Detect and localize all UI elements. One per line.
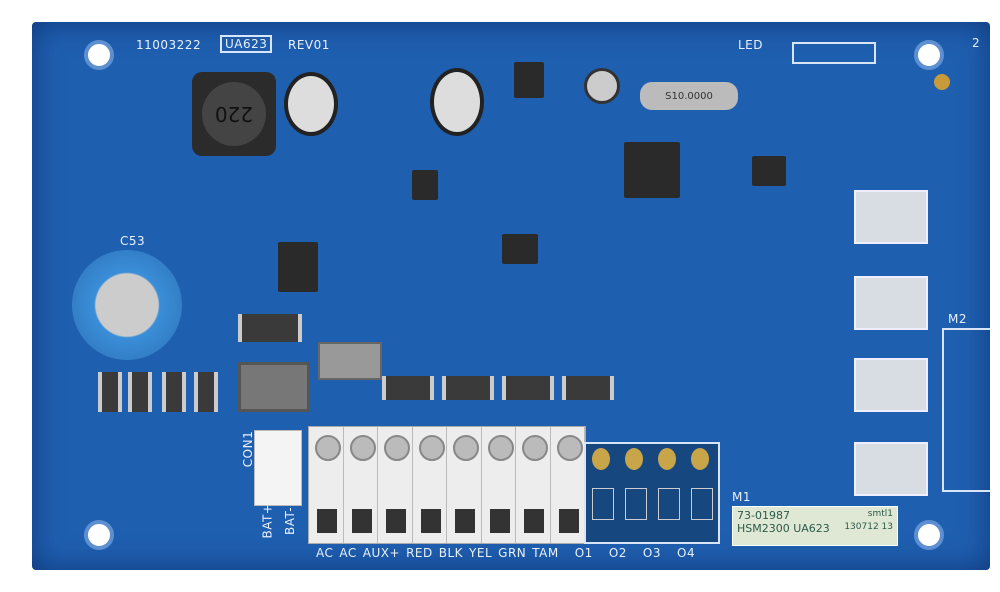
output-terminal[interactable] <box>691 488 713 520</box>
mounting-hole <box>84 40 114 70</box>
capacitor-label: C53 <box>120 234 146 248</box>
capacitor <box>430 68 484 136</box>
connector-label: CON1 <box>241 430 256 468</box>
output-label: O3 <box>642 546 662 560</box>
part-number: 11003222 <box>136 38 202 52</box>
test-pad <box>934 74 950 90</box>
led-header <box>792 42 876 64</box>
bat-minus-label: BAT- <box>283 506 298 536</box>
diode <box>442 376 494 400</box>
m2-label: M2 <box>948 312 967 326</box>
resistor <box>128 372 152 412</box>
resistor <box>98 372 122 412</box>
terminal-screw[interactable] <box>309 427 344 543</box>
regulator <box>514 62 544 98</box>
output-block: for(let i=0;i<4;i++)document.write('<div… <box>584 442 720 544</box>
sticker-code: smtl1 <box>867 509 893 519</box>
output-terminal[interactable] <box>658 488 680 520</box>
relay-pad <box>854 190 928 244</box>
output-label: O4 <box>677 546 696 560</box>
diode <box>562 376 614 400</box>
output-capacitor <box>658 448 676 470</box>
terminal-label: GRN <box>498 546 527 560</box>
resistor <box>194 372 218 412</box>
terminal-labels: AC AC AUX+ RED BLK YEL GRN TAM O1 O2 O3 … <box>316 546 695 560</box>
output-capacitor <box>592 448 610 470</box>
relay-pad <box>854 276 928 330</box>
output-terminal[interactable] <box>592 488 614 520</box>
led-label: LED <box>738 38 764 52</box>
terminal-block: for(let i=0;i<8;i++)document.write('<div… <box>308 426 586 544</box>
output-capacitor <box>625 448 643 470</box>
m1-label: M1 <box>732 490 751 504</box>
microcontroller <box>624 142 680 198</box>
sticker-date: 130712 13 <box>844 522 893 532</box>
ic-chip <box>752 156 786 186</box>
circuit-board: 11003222 UA623 REV01 LED 2 220 S10.0000 … <box>32 22 990 570</box>
fuse <box>318 342 382 380</box>
terminal-screw[interactable] <box>378 427 413 543</box>
diode <box>382 376 434 400</box>
terminal-screw[interactable] <box>447 427 482 543</box>
diode <box>502 376 554 400</box>
terminal-label: TAM <box>532 546 559 560</box>
inductor: 220 <box>192 72 276 156</box>
relay-pad <box>854 442 928 496</box>
terminal-screw[interactable] <box>344 427 378 543</box>
mounting-hole <box>914 40 944 70</box>
terminal-label: AUX+ <box>362 546 401 560</box>
capacitor <box>284 72 338 136</box>
sticker-part: 73-01987 <box>737 509 790 522</box>
terminal-screw[interactable] <box>413 427 447 543</box>
output-label: O2 <box>608 546 627 560</box>
sticker-model: HSM2300 UA623 <box>737 522 830 535</box>
crystal: S10.0000 <box>640 82 738 110</box>
inductor-marking: 220 <box>202 82 266 146</box>
relay-pad <box>854 358 928 412</box>
mounting-hole <box>914 520 944 550</box>
terminal-screw[interactable] <box>516 427 551 543</box>
m2-outline <box>942 328 990 492</box>
terminal-label: AC <box>316 546 334 560</box>
output-capacitor <box>691 448 709 470</box>
bat-plus-label: BAT+ <box>260 503 275 539</box>
electrolytic-capacitor <box>72 250 182 360</box>
crystal-marking: S10.0000 <box>665 90 713 102</box>
terminal-label: YEL <box>469 546 493 560</box>
capacitor <box>584 68 620 104</box>
ic-chip <box>502 234 538 264</box>
inductor-smd <box>238 362 310 412</box>
output-label: O1 <box>574 546 593 560</box>
diode <box>238 314 302 342</box>
corner-label: 2 <box>972 36 981 50</box>
terminal-screw[interactable] <box>482 427 516 543</box>
mounting-hole <box>84 520 114 550</box>
model-label: UA623 <box>220 35 273 53</box>
terminal-label: BLK <box>438 546 464 560</box>
terminal-label: AC <box>339 546 357 560</box>
resistor <box>162 372 186 412</box>
battery-connector <box>254 430 302 506</box>
terminal-label: RED <box>406 546 433 560</box>
terminal-screw[interactable] <box>551 427 585 543</box>
ic-chip <box>412 170 438 200</box>
product-sticker: 73-01987 smtl1 HSM2300 UA623 130712 13 <box>732 506 898 546</box>
transistor <box>278 242 318 292</box>
output-terminal[interactable] <box>625 488 647 520</box>
revision-label: REV01 <box>288 38 330 52</box>
